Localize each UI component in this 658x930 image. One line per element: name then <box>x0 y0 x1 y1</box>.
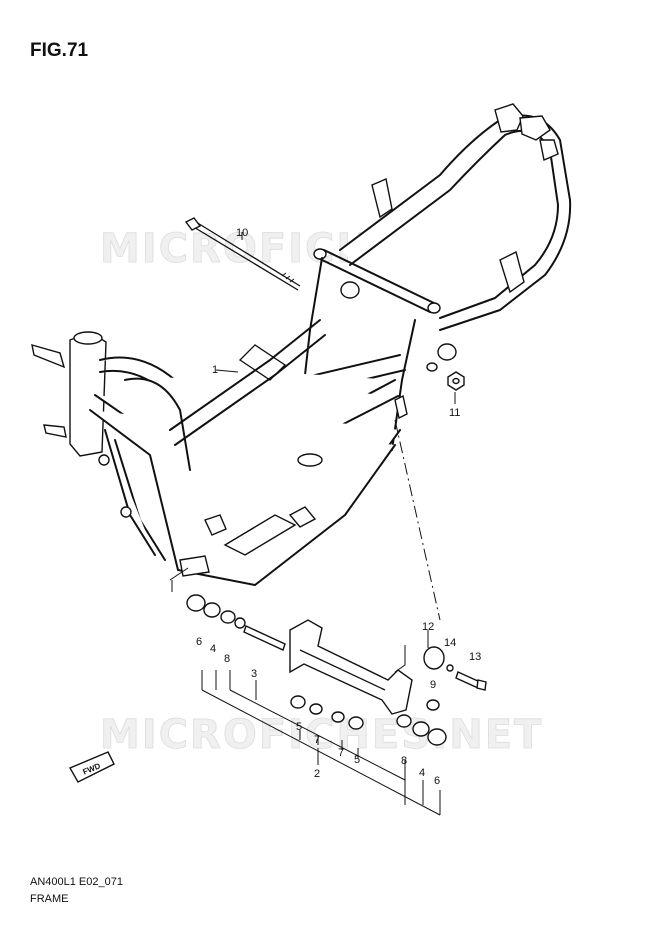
callout-4-right: 4 <box>419 767 425 779</box>
callout-12: 12 <box>422 621 434 633</box>
mount-assembly <box>186 594 487 746</box>
callout-8-right: 8 <box>401 755 407 767</box>
callout-5-right: 5 <box>354 754 360 766</box>
part-10-long-bolt <box>184 217 301 291</box>
callout-9: 9 <box>430 679 436 691</box>
callout-6-right: 6 <box>434 775 440 787</box>
leader-lines <box>169 232 456 816</box>
watermark-bottom: MICROFICHES.NET <box>100 712 543 758</box>
callout-5-left: 5 <box>296 721 302 733</box>
figure-title: FIG.71 <box>30 40 89 61</box>
callout-2: 2 <box>314 768 320 780</box>
callout-8-left: 8 <box>224 653 230 665</box>
fwd-arrow: FWD <box>69 751 115 783</box>
callout-10: 10 <box>236 227 248 239</box>
part-11-nut <box>447 371 465 391</box>
callout-7-left: 7 <box>314 734 320 746</box>
callout-1: 1 <box>212 364 218 376</box>
frame-illustration <box>31 103 572 586</box>
callout-3: 3 <box>251 668 257 680</box>
callout-13: 13 <box>469 651 481 663</box>
diagram-name: FRAME <box>30 893 69 905</box>
diagram-code: AN400L1 E02_071 <box>30 876 123 888</box>
callout-4-left: 4 <box>210 643 216 655</box>
callout-6-left: 6 <box>196 636 202 648</box>
callout-11: 11 <box>449 407 460 419</box>
callout-14: 14 <box>444 637 456 649</box>
callout-7-right: 7 <box>338 747 344 759</box>
